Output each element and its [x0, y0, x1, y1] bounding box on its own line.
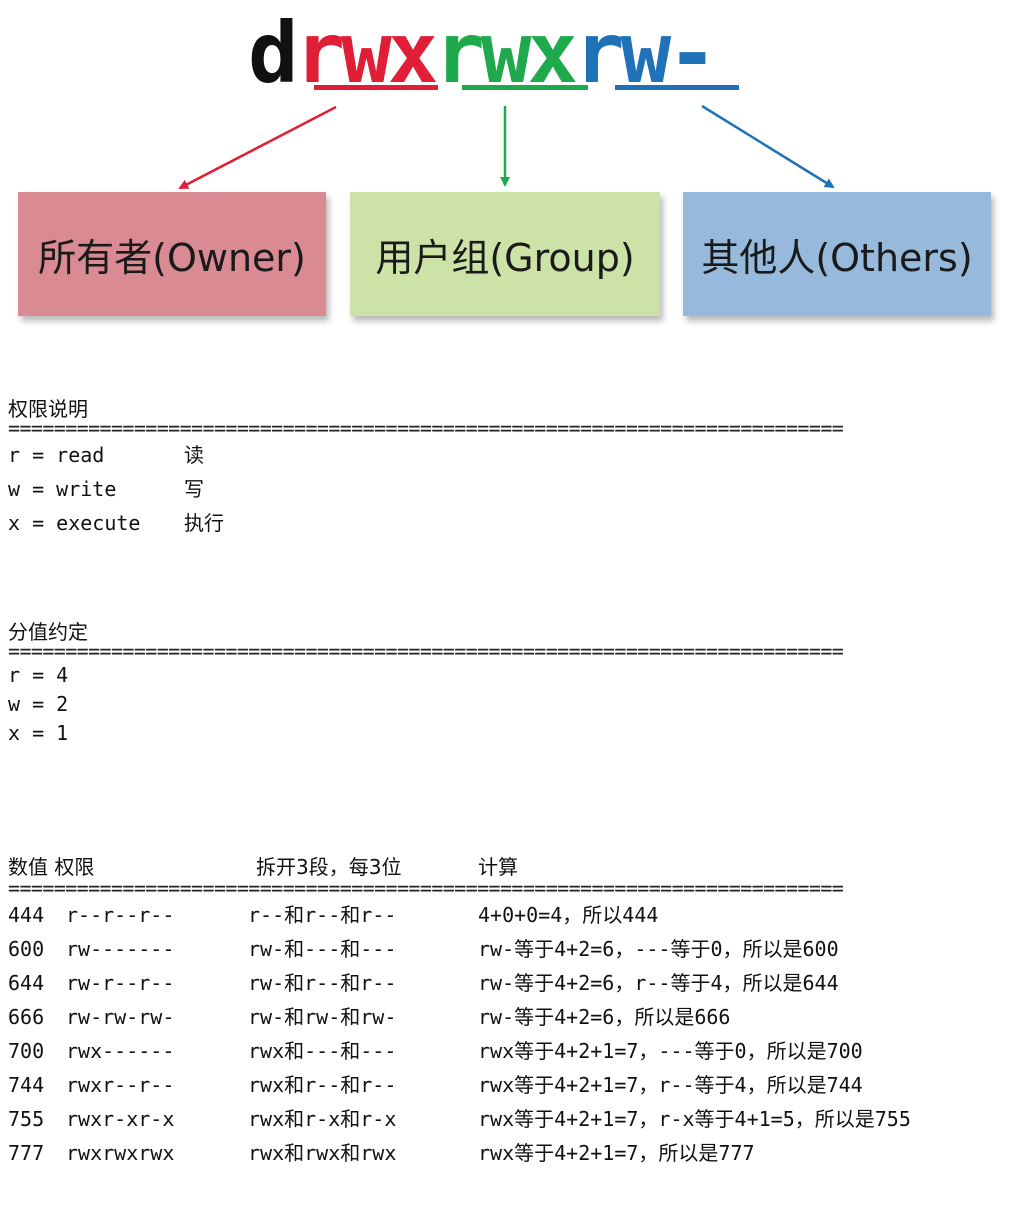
owner-box: 所有者(Owner) [18, 192, 326, 316]
divider: ========================================… [8, 645, 844, 661]
permission-description-title: 权限说明 [8, 397, 88, 421]
table-row: 644 rw-r--r-- rw-和r--和r-- rw-等于4+2=6，r--等于4… [8, 966, 978, 1000]
group-permission-bits: rwx [434, 4, 578, 102]
permission-meaning: 执行 [184, 511, 224, 535]
cell-split: r--和r--和r-- [248, 903, 397, 927]
permission-meaning: 读 [184, 443, 204, 467]
group-box: 用户组(Group) [350, 192, 660, 316]
owner-underline [314, 85, 438, 90]
cell-perm: rwxrwxrwx [66, 1141, 175, 1165]
cell-split: rwx和rwx和rwx [248, 1141, 397, 1165]
table-row: 744 rwxr--r-- rwx和r--和r-- rwx等于4+2+1=7，r--等… [8, 1068, 978, 1102]
cell-value: 644 [8, 971, 45, 995]
permission-key: r = read [8, 443, 105, 467]
owner-arrow [178, 105, 337, 190]
table-row: 777 rwxrwxrwx rwx和rwx和rwx rwx等于4+2+1=7，所以是7… [8, 1136, 978, 1170]
cell-perm: rw-r--r-- [66, 971, 175, 995]
cell-perm: rwx------ [66, 1039, 175, 1063]
cell-split: rwx和r-x和r-x [248, 1107, 397, 1131]
cell-calc: rwx等于4+2+1=7，r--等于4，所以是744 [478, 1073, 863, 1097]
permission-table: 数值 权限 拆开3段，每3位 计算 ========================… [8, 852, 978, 1170]
header-value-perm: 数值 权限 [8, 855, 95, 879]
table-row: 600 rw------- rw-和---和--- rw-等于4+2=6，---等于0… [8, 932, 978, 966]
arrows-diagram [178, 85, 835, 190]
permission-item: w = write 写 [8, 472, 978, 506]
table-row: 444 r--r--r-- r--和r--和r-- 4+0+0=4，所以444 [8, 898, 978, 932]
permission-meaning: 写 [184, 477, 204, 501]
permission-item: r = read 读 [8, 438, 978, 472]
cell-calc: rwx等于4+2+1=7，所以是777 [478, 1141, 755, 1165]
cell-calc: rw-等于4+2=6，r--等于4，所以是644 [478, 971, 839, 995]
value-rule-item: x = 1 [8, 721, 69, 745]
cell-perm: rwxr--r-- [66, 1073, 175, 1097]
cell-calc: rw-等于4+2=6，---等于0，所以是600 [478, 937, 839, 961]
divider: ========================================… [8, 422, 844, 438]
permission-item: x = execute 执行 [8, 506, 978, 540]
cell-value: 744 [8, 1073, 45, 1097]
cell-value: 600 [8, 937, 45, 961]
cell-split: rwx和---和--- [248, 1039, 397, 1063]
permission-string: drwxrwxrw- [248, 4, 718, 102]
permission-description-section: 权限说明 ===================================… [8, 396, 978, 540]
header-split: 拆开3段，每3位 [256, 855, 402, 879]
header-calc: 计算 [478, 855, 518, 879]
cell-value: 666 [8, 1005, 45, 1029]
cell-value: 700 [8, 1039, 45, 1063]
group-underline [462, 85, 588, 90]
cell-split: rw-和r--和r-- [248, 971, 397, 995]
divider: ========================================… [8, 882, 844, 898]
owner-permission-bits: rwx [294, 4, 439, 102]
value-rules-section: 分值约定 ===================================… [8, 619, 978, 748]
cell-split: rw-和---和--- [248, 937, 397, 961]
cell-calc: rwx等于4+2+1=7，r-x等于4+1=5，所以是755 [478, 1107, 911, 1131]
permission-key: w = write [8, 477, 117, 501]
table-row: 666 rw-rw-rw-rw-和rw-和rw-rw-等于4+2=6，所以是666 [8, 1000, 978, 1034]
cell-perm: rwxr-xr-x [66, 1107, 175, 1131]
others-box: 其他人(Others) [683, 192, 991, 316]
cell-split: rw-和rw-和rw- [248, 1005, 397, 1029]
cell-calc: rwx等于4+2+1=7，---等于0，所以是700 [478, 1039, 863, 1063]
others-arrow [701, 104, 835, 189]
cell-perm: rw------- [66, 937, 175, 961]
cell-perm: r--r--r-- [66, 903, 175, 927]
value-rules-title: 分值约定 [8, 620, 88, 644]
others-underline [615, 85, 739, 90]
cell-split: rwx和r--和r-- [248, 1073, 397, 1097]
cell-calc: 4+0+0=4，所以444 [478, 903, 659, 927]
value-rule-item: w = 2 [8, 692, 69, 716]
cell-value: 444 [8, 903, 45, 927]
permission-key: x = execute [8, 511, 141, 535]
file-type-char: d [248, 4, 299, 102]
table-row: 755 rwxr-xr-x rwx和r-x和r-x rwx等于4+2+1=7，r-x等… [8, 1102, 978, 1136]
others-permission-bits: rw- [574, 4, 718, 102]
cell-perm: rw-rw-rw- [66, 1005, 175, 1029]
table-row: 700 rwx------ rwx和---和--- rwx等于4+2+1=7，---等… [8, 1034, 978, 1068]
value-rule-item: r = 4 [8, 663, 69, 687]
cell-value: 777 [8, 1141, 45, 1165]
cell-calc: rw-等于4+2=6，所以是666 [478, 1005, 731, 1029]
table-header: 数值 权限 拆开3段，每3位 计算 [8, 852, 978, 882]
cell-value: 755 [8, 1107, 45, 1131]
